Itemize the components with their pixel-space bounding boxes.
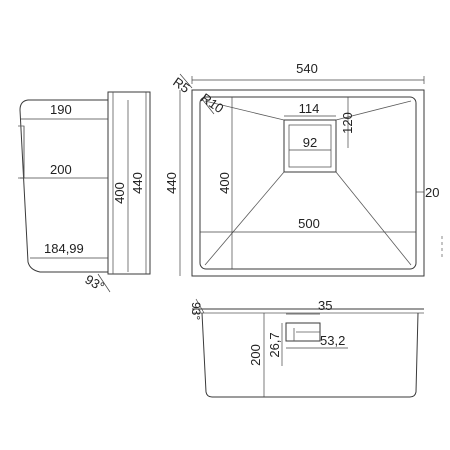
side-bowl-profile — [19, 99, 108, 273]
top-corner-outer-leader — [179, 73, 193, 89]
top-corner-inner-leader — [201, 98, 215, 115]
top-dim-drain-offset: 120 — [340, 112, 355, 134]
side-outer-frame — [107, 91, 151, 275]
top-dim-edge-offset: 20 — [425, 185, 439, 200]
front-view: 93° 35 200 26,7 53,2 — [189, 298, 424, 398]
side-dim-top: 190 — [50, 102, 72, 117]
side-angle-leader — [97, 273, 111, 293]
top-dim-bowl-height: 400 — [217, 172, 232, 194]
top-slope-tl — [204, 100, 285, 121]
top-drain-outer — [283, 119, 337, 173]
side-dim-height-inner: 400 — [112, 182, 127, 204]
top-drain-inner — [288, 124, 332, 168]
front-angle: 93° — [189, 302, 203, 320]
top-dim-bowl-width: 500 — [298, 216, 320, 231]
side-dim-bottom: 184,99 — [44, 241, 84, 256]
side-dim-middle: 200 — [50, 162, 72, 177]
top-corner-outer: R5 — [170, 74, 192, 96]
top-slope-bl — [204, 171, 285, 266]
top-bowl-outline — [199, 96, 417, 270]
front-dim-drain-offset: 53,2 — [320, 333, 345, 348]
front-bowl-outline — [201, 312, 419, 398]
top-view: 540 440 R5 R10 114 92 120 400 500 20 — [164, 61, 443, 277]
front-dim-depth: 200 — [248, 344, 263, 366]
front-dim-drain-height: 26,7 — [267, 332, 282, 357]
side-angle: 93° — [83, 272, 108, 295]
top-corner-inner: R10 — [198, 90, 226, 116]
top-dim-drain-width: 114 — [299, 101, 320, 116]
side-view: 190 200 184,99 400 440 93° — [18, 91, 151, 295]
front-dim-drain-width: 35 — [318, 298, 332, 313]
top-dim-height-outer: 440 — [164, 172, 179, 194]
front-angle-leader — [195, 298, 205, 314]
top-dim-drain-inner: 92 — [303, 135, 317, 150]
top-slope-br — [335, 171, 412, 266]
side-dim-height-outer: 440 — [130, 172, 145, 194]
top-slope-tr — [335, 100, 412, 121]
top-outer-plate — [191, 89, 425, 277]
top-dim-width-outer: 540 — [296, 61, 318, 76]
